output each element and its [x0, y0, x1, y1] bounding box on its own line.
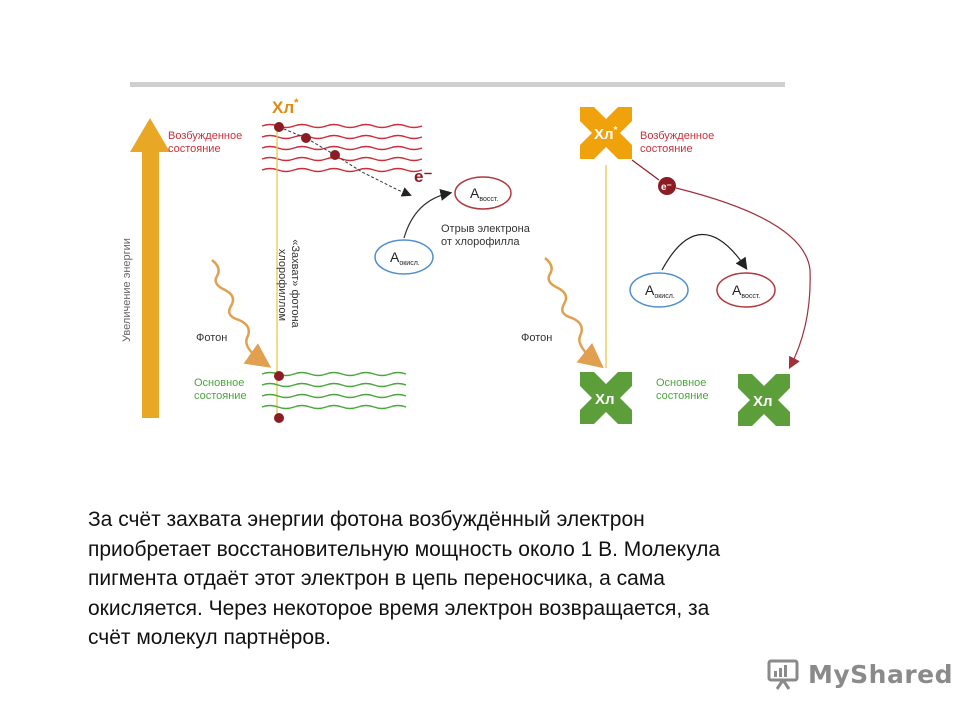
presentation-board-icon: [767, 659, 799, 690]
acceptor-oxidized-label-right: Aокисл.: [645, 282, 675, 300]
caption-line: приобретает восстановительную мощность о…: [88, 537, 721, 561]
acceptor-reduced-label-left: Aвосст.: [470, 185, 498, 203]
electron-dot-right: [658, 177, 676, 195]
chl-ground-molecule-reduced: Хл: [738, 374, 790, 426]
chl-ground-molecule: Хл: [580, 372, 632, 424]
caption-line: счёт молекул партнёров.: [88, 626, 331, 649]
acceptor-reduced-left: [454, 176, 512, 210]
energy-axis-label: Увеличение энергии: [121, 238, 133, 342]
ground-level-lines: [261, 371, 407, 410]
photon-label-right: Фотон: [521, 332, 552, 344]
electron-dot: [330, 150, 340, 160]
photosynthesis-electron-diagram: Увеличение энергии Хл* Возбужденное сост…: [121, 82, 811, 426]
photon-wave-left: [211, 259, 272, 368]
svg-text:Хл: Хл: [595, 391, 615, 408]
reduction-arrow-right: [661, 233, 748, 271]
acceptor-oxidized-right: [629, 272, 689, 308]
acceptor-reduced-label-right: Aвосст.: [732, 282, 760, 300]
caption-line: пигмента отдаёт этот электрон в цепь пер…: [88, 567, 665, 590]
detach-label: Отрыв электрона от хлорофилла: [441, 223, 533, 248]
caption-line: окисляется. Через некоторое время электр…: [88, 596, 710, 620]
acceptor-reduced-right: [716, 272, 776, 308]
acceptor-oxidized-label-left: Aокисл.: [390, 249, 420, 267]
ground-electron-dot: [274, 413, 284, 423]
photon-label-left: Фотон: [196, 332, 227, 344]
illegible-caption-strip: [130, 82, 785, 87]
electron-link-right: [631, 159, 660, 181]
brand-logo[interactable]: MyShared: [766, 656, 953, 692]
caption-paragraph: За счёт захвата энергии фотона возбуждён…: [88, 505, 908, 653]
electron-path: [278, 126, 412, 197]
photon-wave-right: [544, 257, 604, 369]
ground-electron-dot: [274, 371, 284, 381]
electron-return-arrow: [675, 187, 811, 370]
excited-state-label-left: Возбужденное состояние: [168, 130, 245, 155]
capture-label: «Захват» фотона хлорофиллом: [276, 239, 301, 330]
excited-state-label-right: Возбужденное состояние: [640, 130, 717, 155]
ground-state-label-left: Основное состояние: [194, 377, 247, 402]
ground-state-label-right: Основное состояние: [656, 377, 709, 402]
brand-name: MyShared: [808, 659, 954, 689]
electron-dot: [274, 122, 284, 132]
electron-label-right: e⁻: [661, 182, 672, 193]
svg-text:Хл: Хл: [753, 393, 773, 410]
svg-text:Хл*: Хл*: [594, 125, 618, 143]
chl-excited-molecule: Хл*: [580, 107, 632, 159]
electron-label-left: e⁻: [414, 167, 432, 186]
electron-dot: [301, 133, 311, 143]
energy-axis-arrow: [130, 118, 170, 418]
reduction-arrow-left: [403, 189, 453, 239]
chl-excited-label-left: Хл*: [272, 97, 299, 117]
acceptor-oxidized-left: [374, 239, 434, 275]
caption-line: За счёт захвата энергии фотона возбуждён…: [88, 508, 645, 531]
excited-level-lines: [261, 123, 423, 173]
